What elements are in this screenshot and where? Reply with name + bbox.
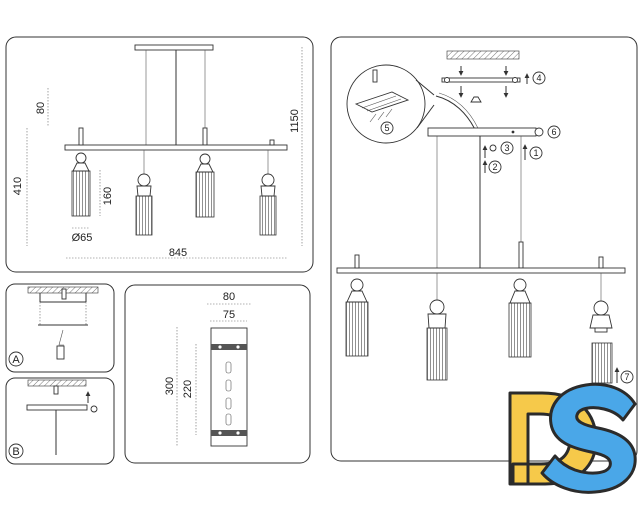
canopy <box>134 44 214 51</box>
pendant-install-3 <box>508 278 532 358</box>
step-5-label: 5 <box>384 123 389 133</box>
label-410: 410 <box>12 177 24 195</box>
pendant-install-1 <box>345 278 369 357</box>
ceiling-b <box>27 379 87 387</box>
pendant-install-4 <box>589 273 613 384</box>
fixture-bar-install <box>336 267 626 274</box>
step-6-label: 6 <box>551 127 556 137</box>
ceiling-install <box>446 50 520 60</box>
pendant-1 <box>71 152 91 217</box>
step-7-label: 7 <box>624 372 629 382</box>
step-4-label: 4 <box>536 73 541 83</box>
terminal-block <box>354 91 410 113</box>
pendant-2 <box>135 150 153 236</box>
fixture-bar <box>64 144 288 151</box>
step-5-badge <box>380 121 394 135</box>
step-4-badge <box>532 71 546 85</box>
badge-a-label: A <box>12 354 20 366</box>
panel-b-frame <box>5 377 115 465</box>
step-3-label: 3 <box>504 143 509 153</box>
label-845: 845 <box>169 247 187 259</box>
panel-bracket: 80 75 300 220 <box>124 284 311 464</box>
panel-variant-b: B <box>5 377 115 465</box>
badge-b <box>8 443 24 459</box>
ds-logo <box>508 382 637 494</box>
end-rod-left <box>78 127 84 146</box>
badge-b-label: B <box>12 446 19 458</box>
step-3-badge <box>500 141 514 155</box>
end-rod-right <box>269 139 275 146</box>
pendant-4 <box>259 150 277 236</box>
step-1-badge <box>529 146 543 160</box>
canopy-install <box>427 127 537 137</box>
panel-dimensions-frame <box>5 36 314 273</box>
step-2-label: 2 <box>492 162 497 172</box>
step-6-badge <box>547 125 561 139</box>
mounting-plate <box>441 77 521 83</box>
panel-a-frame <box>5 283 115 373</box>
pendant-3 <box>195 153 215 218</box>
step-2-badge <box>488 160 502 174</box>
step-7-badge <box>620 370 634 384</box>
panel-installation-frame <box>330 36 638 462</box>
label-bracket-80: 80 <box>223 291 235 303</box>
panel-installation: 4 5 6 3 1 <box>330 36 638 462</box>
label-bracket-75: 75 <box>223 309 235 321</box>
badge-a <box>8 351 24 367</box>
step-1-label: 1 <box>533 148 538 158</box>
label-80: 80 <box>35 102 47 114</box>
rod-right <box>202 127 208 146</box>
label-bracket-220: 220 <box>182 380 194 398</box>
label-diameter-65: Ø65 <box>72 232 93 244</box>
panel-variant-a: A <box>5 283 115 373</box>
logo-letter-s <box>540 382 637 494</box>
panel-dimensions: 80 410 1150 160 Ø65 845 <box>5 36 314 273</box>
label-bracket-300: 300 <box>164 377 176 395</box>
pendant-install-2 <box>426 273 448 381</box>
label-1150: 1150 <box>289 109 301 133</box>
connector-a <box>56 345 65 360</box>
label-160: 160 <box>102 187 114 205</box>
